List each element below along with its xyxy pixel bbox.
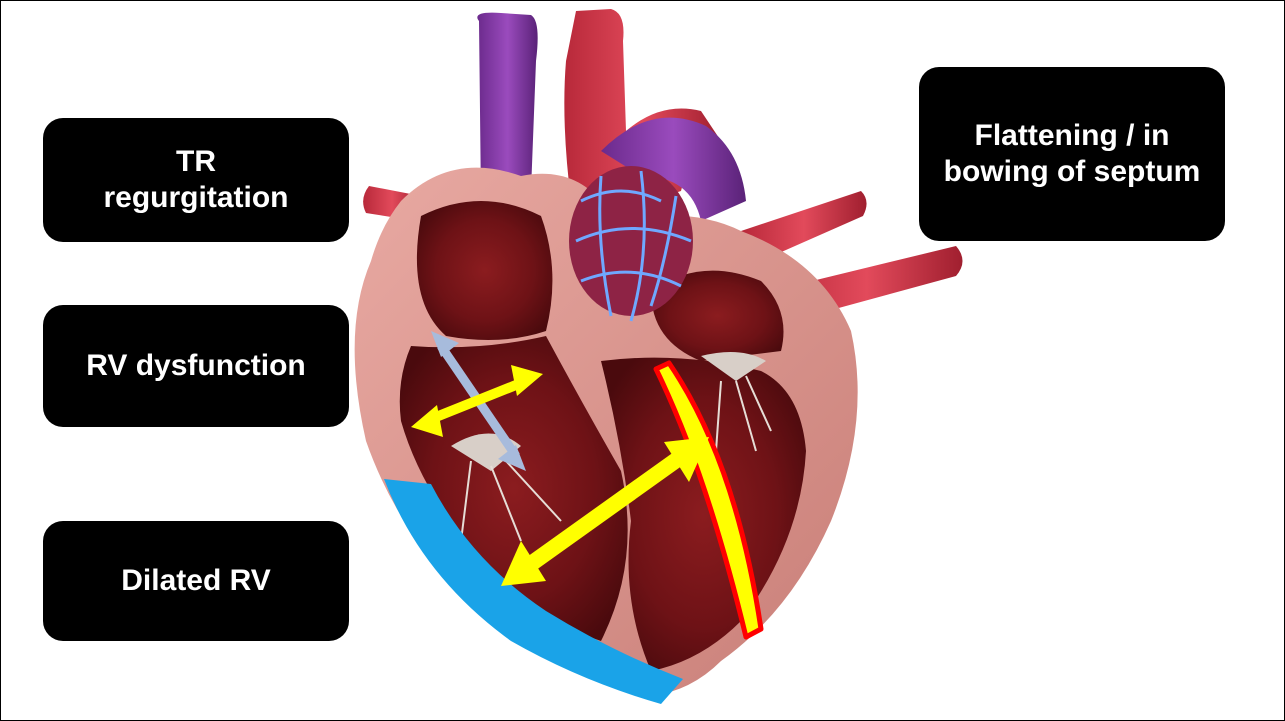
- tr-regurgitation-label: TR regurgitation: [43, 118, 349, 242]
- septum-flattening-label: Flattening / in bowing of septum: [919, 67, 1225, 241]
- dilated-rv-label: Dilated RV: [43, 521, 349, 641]
- septum-flattening-text: Flattening / in bowing of septum: [939, 118, 1205, 190]
- tr-regurgitation-text: TR regurgitation: [104, 144, 289, 216]
- rv-dysfunction-label: RV dysfunction: [43, 305, 349, 427]
- rv-dysfunction-text: RV dysfunction: [86, 348, 305, 384]
- right-atrium: [417, 201, 553, 340]
- dilated-rv-text: Dilated RV: [121, 563, 271, 599]
